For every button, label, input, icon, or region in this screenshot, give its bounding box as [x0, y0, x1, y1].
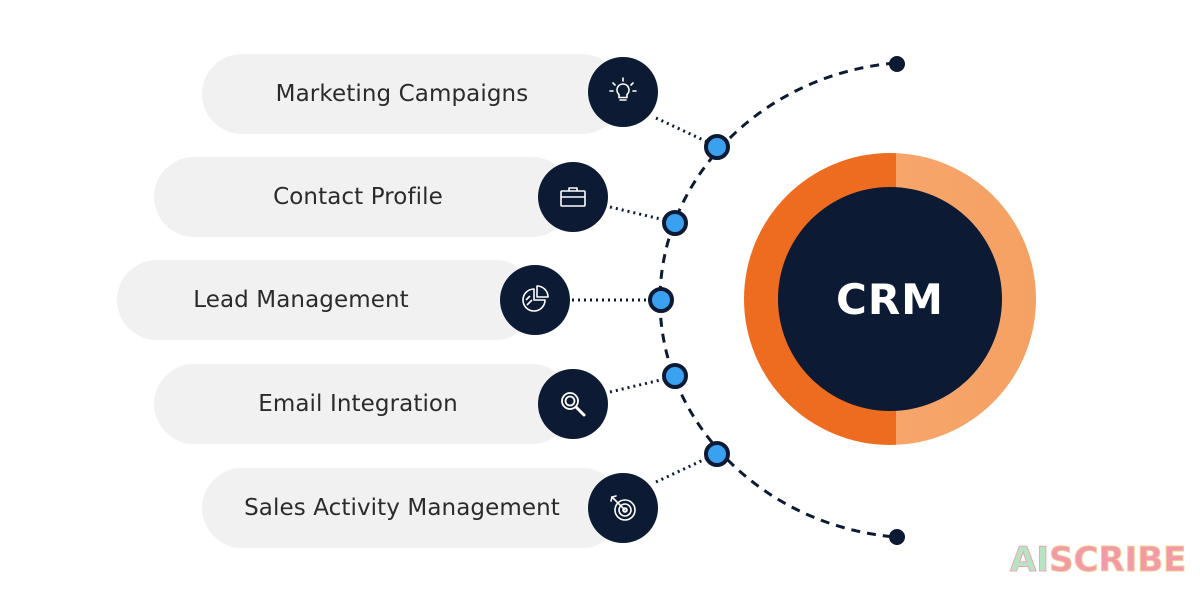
item-sales-activity-management: Sales Activity Management — [202, 468, 622, 548]
arc-end-top — [889, 56, 905, 72]
item-marketing-campaigns: Marketing Campaigns — [202, 54, 622, 134]
item-label: Contact Profile — [273, 184, 443, 210]
crm-center-label: CRM — [778, 187, 1002, 411]
item-label: Marketing Campaigns — [275, 81, 529, 107]
arc-end-bottom — [889, 529, 905, 545]
lightbulb-icon — [588, 57, 658, 127]
item-label: Email Integration — [258, 391, 458, 417]
item-label: Lead Management — [193, 287, 409, 313]
node-lead — [648, 287, 674, 313]
target-icon — [588, 473, 658, 543]
node-email — [662, 363, 688, 389]
node-contact — [662, 210, 688, 236]
item-lead-management: Lead Management — [117, 260, 535, 340]
magnifier-icon — [538, 369, 608, 439]
aiscribe-logo: AI SCRIBE — [1010, 532, 1190, 588]
item-email-integration: Email Integration — [154, 364, 572, 444]
item-contact-profile: Contact Profile — [154, 157, 572, 237]
pie-chart-icon — [500, 265, 570, 335]
logo-text-right: SCRIBE — [1048, 540, 1187, 581]
node-marketing — [704, 134, 730, 160]
node-group — [648, 134, 730, 467]
dashed-arc — [658, 61, 896, 539]
logo-text-left: AI — [1010, 540, 1050, 581]
briefcase-icon — [538, 162, 608, 232]
item-label: Sales Activity Management — [244, 495, 560, 521]
node-sales — [704, 441, 730, 467]
